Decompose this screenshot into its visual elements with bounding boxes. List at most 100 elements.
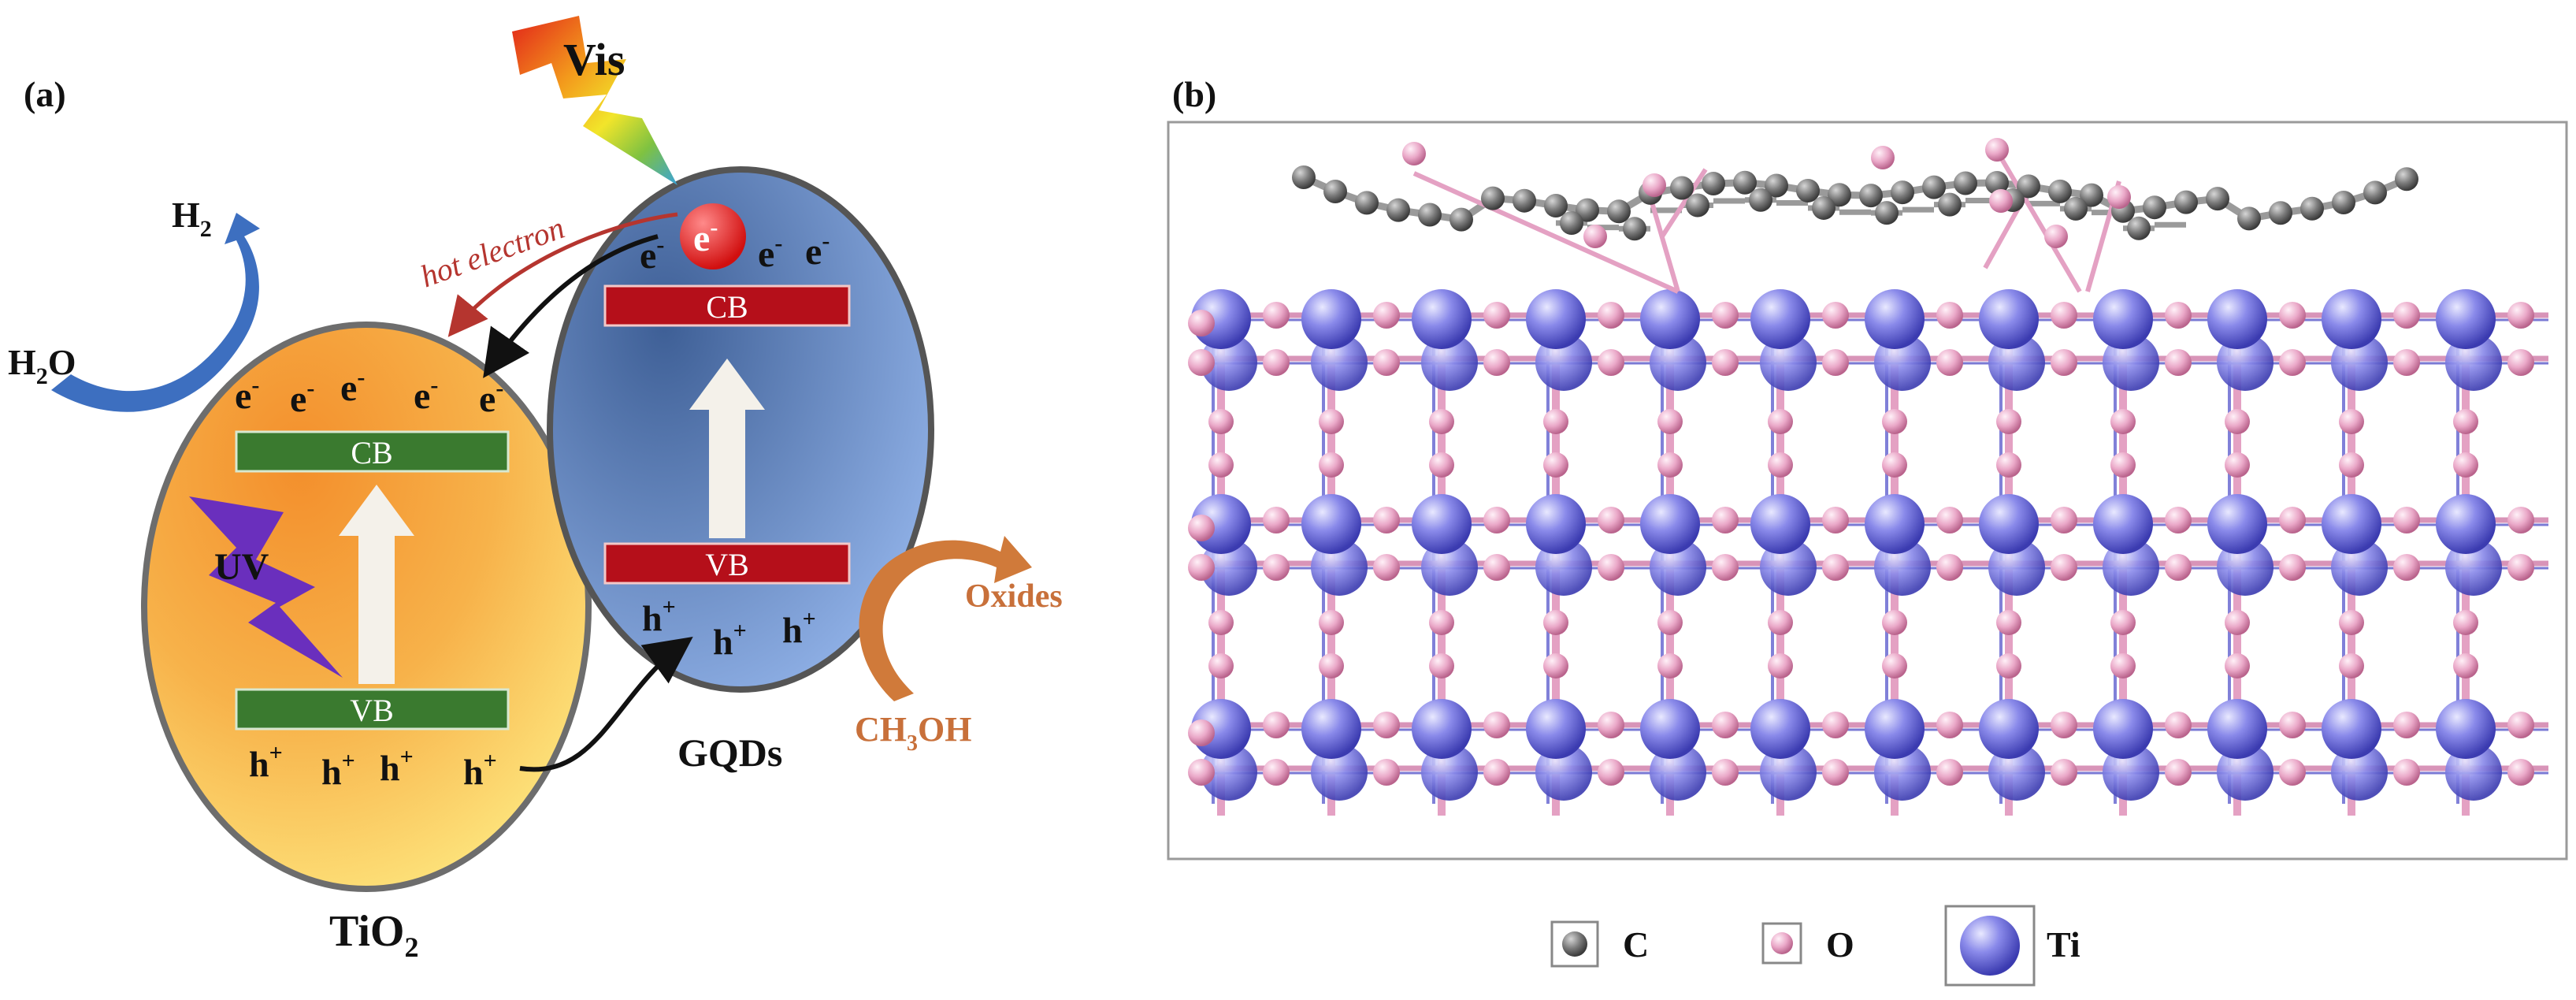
titanium-atom [1412, 289, 1472, 349]
vis-lightning-icon [512, 16, 677, 185]
oxygen-atom [1712, 554, 1739, 581]
oxygen-atom [1996, 653, 2021, 678]
titanium-atom [1865, 699, 1925, 759]
gqds-electron: e- [758, 230, 782, 275]
oxygen-atom [1319, 653, 1344, 678]
titanium-atom-icon [1960, 916, 2020, 976]
oxygen-atom [2393, 554, 2420, 581]
oxygen-atom [1483, 554, 1510, 581]
oxygen-atom [1936, 302, 1963, 329]
carbon-atom [1607, 199, 1631, 224]
oxygen-atom [1598, 554, 1624, 581]
oxygen-atom [1822, 759, 1849, 786]
h2-evolution-arrow [51, 213, 260, 412]
titanium-atom [2436, 494, 2496, 554]
oxygen-atom [1598, 712, 1624, 738]
carbon-atom [1938, 192, 1962, 217]
gqds-cb-band [603, 284, 851, 327]
oxygen-atom [1712, 349, 1739, 376]
oxygen-atom [2393, 302, 2420, 329]
panel-b: (b) C O Ti [1167, 74, 2568, 987]
legend-label-o: O [1826, 924, 1854, 965]
tio2-electrons: e- e- e- e- e- [235, 364, 503, 420]
gqds-vb-label: VB [705, 547, 749, 582]
oxygen-atom [1543, 653, 1568, 678]
oxygen-atom [1263, 507, 1290, 533]
oxygen-atom [1373, 712, 1400, 738]
tio2-holes: h+ h+ h+ h+ [249, 740, 497, 792]
oxygen-atom [1319, 610, 1344, 635]
oxygen-atom [2279, 507, 2306, 533]
oxygen-atom [1543, 409, 1568, 434]
oxygen-atom [1188, 310, 1215, 336]
oxygen-atom [1543, 452, 1568, 478]
oxygen-atom [1483, 507, 1510, 533]
titanium-atom [2436, 699, 2496, 759]
carbon-atom [1481, 186, 1505, 210]
oxygen-atom [1402, 142, 1426, 165]
oxygen-atom [1882, 653, 1907, 678]
titanium-atom [1526, 289, 1586, 349]
oxygen-atom [2507, 712, 2534, 738]
oxygen-atom [2110, 610, 2136, 635]
titanium-atom [1640, 494, 1700, 554]
gqds-holes: h+ h+ h+ [642, 594, 816, 662]
tio2-crystal-structure [1188, 289, 2548, 816]
oxygen-atom [1188, 759, 1215, 786]
oxygen-atom [1429, 610, 1454, 635]
oxygen-atom [2393, 759, 2420, 786]
carbon-atom [2080, 183, 2103, 207]
gqds-hole: h+ [642, 594, 676, 638]
oxygen-atom [2165, 302, 2192, 329]
oxygen-atom [1483, 759, 1510, 786]
carbon-atom [2127, 216, 2151, 240]
oxygen-atom [1657, 653, 1683, 678]
legend-label-ti: Ti [2047, 924, 2080, 965]
oxygen-atom [2165, 712, 2192, 738]
oxygen-atom [1657, 610, 1683, 635]
carbon-atom [1544, 193, 1568, 217]
oxygen-atom [1598, 759, 1624, 786]
uv-label: UV [214, 546, 269, 588]
methanol-oxidation-arrow [859, 536, 1032, 701]
oxygen-atom [2165, 554, 2192, 581]
oxygen-atom [1657, 452, 1683, 478]
c-o-bond [1648, 196, 1680, 292]
oxygen-atom [1598, 507, 1624, 533]
oxygen-atom [1188, 349, 1215, 376]
oxygen-atom [2165, 349, 2192, 376]
carbon-atom [1812, 195, 1835, 220]
oxygen-atom [1936, 349, 1963, 376]
oxygen-atom [1263, 349, 1290, 376]
oxygen-atom [1263, 302, 1290, 329]
oxygen-atom [1373, 302, 1400, 329]
tio2-hole: h+ [321, 748, 355, 792]
carbon-atom [1576, 198, 1599, 222]
oxygen-atom [2339, 610, 2364, 635]
titanium-atom [1301, 699, 1361, 759]
hot-electron-symbol: e- [693, 214, 718, 259]
carbon-atom-icon [1562, 931, 1587, 957]
oxygen-atom [1996, 610, 2021, 635]
hot-electron-label: hot electron [416, 210, 570, 295]
tio2-hole: h+ [463, 748, 497, 792]
oxygen-atom [2279, 554, 2306, 581]
c-o-bond [1999, 156, 2082, 293]
carbon-atom [2143, 195, 2166, 220]
tio2-electron: e- [290, 375, 314, 420]
oxygen-atom [1822, 349, 1849, 376]
oxygen-atom [1188, 554, 1215, 581]
titanium-atom [1979, 699, 2039, 759]
tio2-hole: h+ [249, 740, 283, 784]
titanium-atom [1526, 699, 1586, 759]
oxygen-atom [1263, 554, 1290, 581]
oxygen-atom [1657, 409, 1683, 434]
carbon-atom [1418, 203, 1442, 227]
oxygen-atom [2339, 452, 2364, 478]
oxygen-atom [2393, 507, 2420, 533]
gqds-excitation-arrow [689, 359, 765, 538]
oxygen-atom [2225, 610, 2250, 635]
carbon-atom [1733, 170, 1757, 195]
titanium-atom [1301, 289, 1361, 349]
gqds-label: GQDs [677, 730, 782, 775]
